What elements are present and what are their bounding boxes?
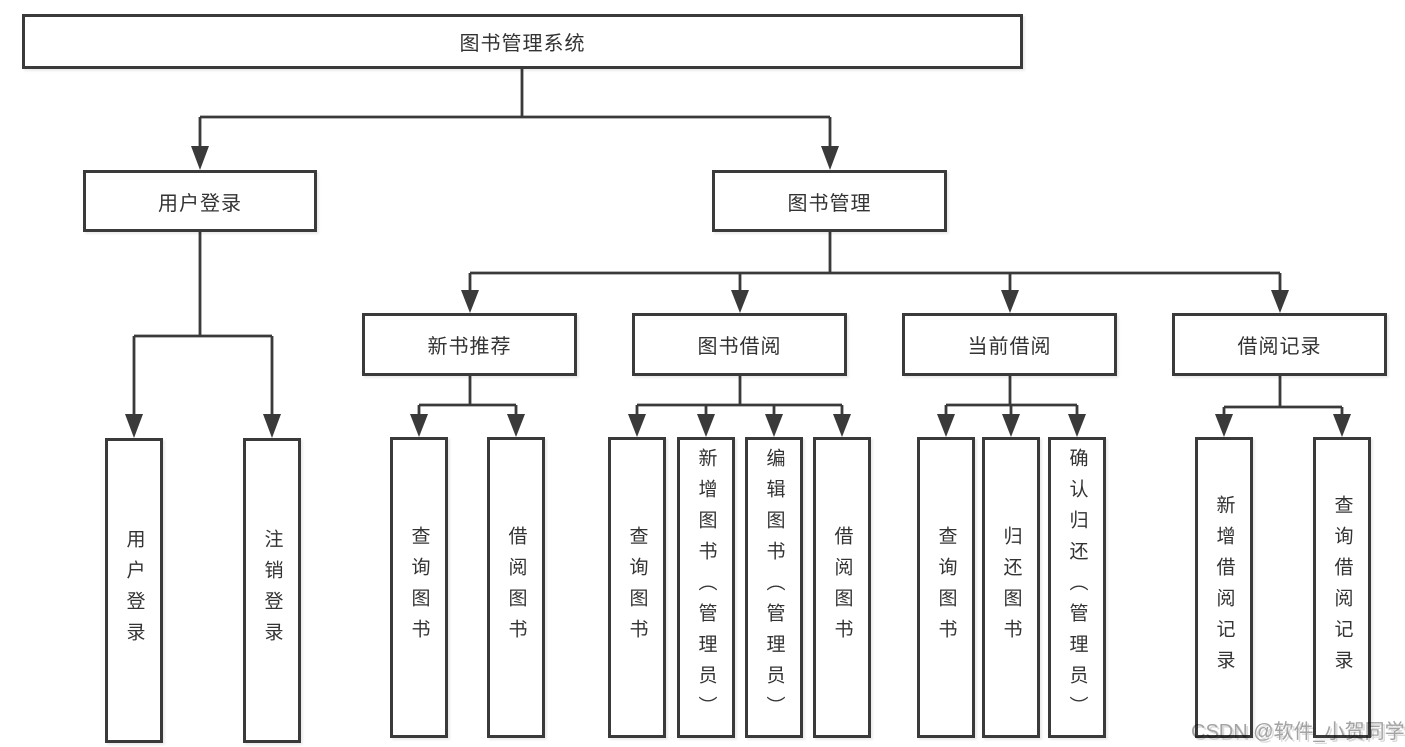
leaf-label: 查询图书 [935,525,957,650]
leaf-label: 查询图书 [626,525,648,650]
connector-user-login-to-leaves [125,232,281,438]
leaf-label: 用户登录 [123,528,145,653]
leaf-return-books: 归还图书 [982,437,1040,738]
node-library-management-system: 图书管理系统 [22,14,1023,69]
leaf-add-books-admin: 新增图书（管理员） [677,437,735,738]
node-label: 用户登录 [158,192,242,215]
leaf-label: 确认归还（管理员） [1066,448,1088,727]
node-label: 图书管理 [787,192,872,215]
connector-root-to-level2 [191,69,839,170]
node-label: 图书管理系统 [459,33,586,55]
connector-new-book-recommendation-to-leaves [410,376,525,437]
leaf-borrow-books: 借阅图书 [487,437,545,738]
node-label: 当前借阅 [967,336,1052,358]
node-book-management: 图书管理 [712,170,947,232]
leaf-label: 新增借阅记录 [1213,494,1235,681]
leaf-label: 新增图书（管理员） [695,448,717,727]
connector-book-management-to-level3 [461,232,1289,313]
node-label: 借阅记录 [1237,336,1322,358]
leaf-query-books-current: 查询图书 [917,437,975,738]
leaf-label: 编辑图书（管理员） [763,448,785,727]
node-current-borrowing: 当前借阅 [902,313,1117,376]
leaf-query-borrow-record: 查询借阅记录 [1313,437,1371,738]
node-label: 新书推荐 [427,336,512,358]
leaf-label: 归还图书 [1000,525,1022,650]
node-user-login: 用户登录 [83,170,317,232]
leaf-label: 借阅图书 [831,525,853,650]
connector-borrowing-records-to-leaves [1215,376,1351,437]
leaf-label: 注销登录 [261,528,283,653]
leaf-user-login: 用户登录 [105,438,163,743]
leaf-label: 查询图书 [408,525,430,650]
leaf-confirm-return-admin: 确认归还（管理员） [1048,437,1106,738]
leaf-edit-books-admin: 编辑图书（管理员） [745,437,803,738]
leaf-query-books: 查询图书 [390,437,448,738]
connector-current-borrowing-to-leaves [937,376,1086,437]
leaf-borrow-books-borrowing: 借阅图书 [813,437,871,738]
leaf-add-borrow-record: 新增借阅记录 [1195,437,1253,738]
node-new-book-recommendation: 新书推荐 [362,313,577,376]
csdn-watermark: CSDN @软件_小贺同学 [1191,721,1405,743]
leaf-logout: 注销登录 [243,438,301,743]
leaf-label: 借阅图书 [505,525,527,650]
node-borrowing-records: 借阅记录 [1172,313,1387,376]
node-label: 图书借阅 [697,336,782,358]
leaf-label: 查询借阅记录 [1331,494,1353,681]
node-book-borrowing: 图书借阅 [632,313,847,376]
leaf-query-books-borrowing: 查询图书 [608,437,666,738]
connector-book-borrowing-to-leaves [628,376,851,437]
